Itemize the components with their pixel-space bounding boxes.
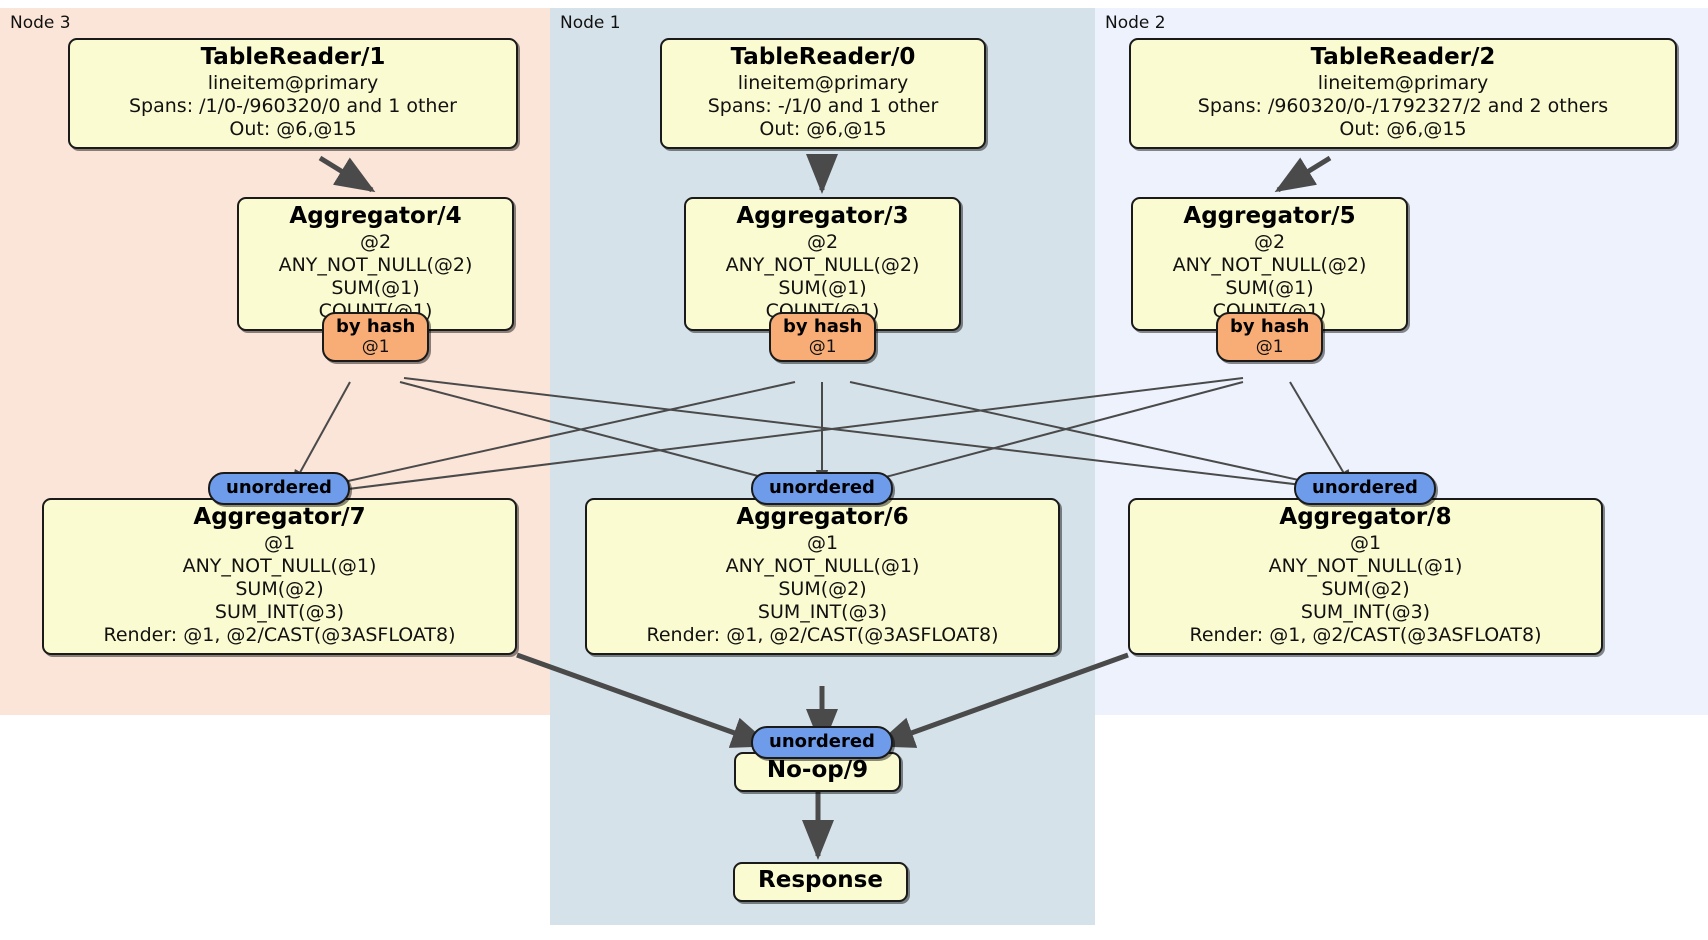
router-by-hash-aggregator-5[interactable]: by hash @1 — [1216, 312, 1324, 363]
synchronizer-label: unordered — [1312, 477, 1418, 498]
synchronizer-unordered-no-op-9[interactable]: unordered — [751, 726, 893, 759]
processor-detail: SUM(@1) — [1225, 276, 1314, 299]
synchronizer-unordered-aggregator-8[interactable]: unordered — [1294, 472, 1436, 505]
processor-detail: ANY_NOT_NULL(@2) — [278, 253, 473, 276]
router-by-hash-aggregator-3[interactable]: by hash @1 — [769, 312, 877, 363]
processor-detail: @2 — [359, 230, 392, 253]
router-by-hash-aggregator-4[interactable]: by hash @1 — [322, 312, 430, 363]
processor-detail: lineitem@primary — [207, 71, 379, 94]
processor-aggregator-5[interactable]: Aggregator/5 @2 ANY_NOT_NULL(@2) SUM(@1)… — [1131, 197, 1408, 332]
processor-detail: SUM(@2) — [778, 577, 867, 600]
processor-detail: SUM_INT(@3) — [214, 601, 345, 624]
processor-no-op-9[interactable]: No-op/9 — [734, 752, 901, 792]
node-panel-label-node2: Node 2 — [1105, 13, 1166, 33]
router-column: @1 — [361, 336, 390, 357]
node-panel-label-node1: Node 1 — [560, 13, 621, 33]
processor-detail: @1 — [263, 531, 296, 554]
processor-title: Aggregator/4 — [289, 203, 462, 229]
processor-title: Aggregator/6 — [736, 504, 909, 530]
processor-aggregator-8[interactable]: Aggregator/8 @1 ANY_NOT_NULL(@1) SUM(@2)… — [1128, 498, 1603, 656]
processor-detail: ANY_NOT_NULL(@2) — [725, 253, 920, 276]
router-column: @1 — [1255, 336, 1284, 357]
synchronizer-unordered-aggregator-7[interactable]: unordered — [208, 472, 350, 505]
synchronizer-label: unordered — [226, 477, 332, 498]
processor-detail: SUM_INT(@3) — [1300, 601, 1431, 624]
processor-detail: ANY_NOT_NULL(@1) — [182, 554, 377, 577]
processor-detail: Render: @1, @2/CAST(@3ASFLOAT8) — [1189, 624, 1542, 647]
processor-table-reader-2[interactable]: TableReader/2 lineitem@primary Spans: /9… — [1129, 38, 1677, 150]
processor-detail: Out: @6,@15 — [229, 117, 357, 140]
router-label: by hash — [1230, 316, 1310, 337]
processor-table-reader-1[interactable]: TableReader/1 lineitem@primary Spans: /1… — [68, 38, 518, 150]
processor-detail: ANY_NOT_NULL(@1) — [725, 554, 920, 577]
processor-detail: @1 — [806, 531, 839, 554]
processor-detail: @2 — [806, 230, 839, 253]
processor-detail: SUM(@2) — [1321, 577, 1410, 600]
node-panel-label-node3: Node 3 — [10, 13, 71, 33]
processor-response[interactable]: Response — [733, 862, 908, 902]
processor-detail: ANY_NOT_NULL(@2) — [1172, 253, 1367, 276]
processor-title: Aggregator/5 — [1183, 203, 1356, 229]
processor-aggregator-4[interactable]: Aggregator/4 @2 ANY_NOT_NULL(@2) SUM(@1)… — [237, 197, 514, 332]
synchronizer-label: unordered — [769, 477, 875, 498]
processor-detail: Spans: /1/0-/960320/0 and 1 other — [129, 94, 457, 117]
processor-title: Aggregator/3 — [736, 203, 909, 229]
processor-detail: Spans: /960320/0-/1792327/2 and 2 others — [1197, 94, 1609, 117]
processor-title: TableReader/2 — [1310, 44, 1496, 70]
processor-title: Aggregator/8 — [1279, 504, 1452, 530]
processor-aggregator-3[interactable]: Aggregator/3 @2 ANY_NOT_NULL(@2) SUM(@1)… — [684, 197, 961, 332]
processor-detail: Out: @6,@15 — [1339, 117, 1467, 140]
synchronizer-unordered-aggregator-6[interactable]: unordered — [751, 472, 893, 505]
processor-title: No-op/9 — [766, 757, 869, 783]
processor-detail: @1 — [1349, 531, 1382, 554]
processor-detail: lineitem@primary — [737, 71, 909, 94]
router-label: by hash — [783, 316, 863, 337]
processor-detail: SUM(@1) — [331, 276, 420, 299]
processor-detail: Render: @1, @2/CAST(@3ASFLOAT8) — [103, 624, 456, 647]
processor-table-reader-0[interactable]: TableReader/0 lineitem@primary Spans: -/… — [660, 38, 986, 150]
processor-detail: lineitem@primary — [1317, 71, 1489, 94]
processor-aggregator-7[interactable]: Aggregator/7 @1 ANY_NOT_NULL(@1) SUM(@2)… — [42, 498, 517, 656]
processor-detail: Out: @6,@15 — [759, 117, 887, 140]
router-column: @1 — [808, 336, 837, 357]
processor-detail: Spans: -/1/0 and 1 other — [707, 94, 939, 117]
processor-detail: @2 — [1253, 230, 1286, 253]
processor-detail: SUM(@2) — [235, 577, 324, 600]
processor-detail: SUM_INT(@3) — [757, 601, 888, 624]
processor-detail: Render: @1, @2/CAST(@3ASFLOAT8) — [646, 624, 999, 647]
processor-title: TableReader/1 — [200, 44, 386, 70]
processor-title: Response — [758, 867, 883, 893]
router-label: by hash — [336, 316, 416, 337]
processor-detail: ANY_NOT_NULL(@1) — [1268, 554, 1463, 577]
processor-detail: SUM(@1) — [778, 276, 867, 299]
processor-title: TableReader/0 — [730, 44, 916, 70]
processor-title: Aggregator/7 — [193, 504, 366, 530]
synchronizer-label: unordered — [769, 731, 875, 752]
processor-aggregator-6[interactable]: Aggregator/6 @1 ANY_NOT_NULL(@1) SUM(@2)… — [585, 498, 1060, 656]
